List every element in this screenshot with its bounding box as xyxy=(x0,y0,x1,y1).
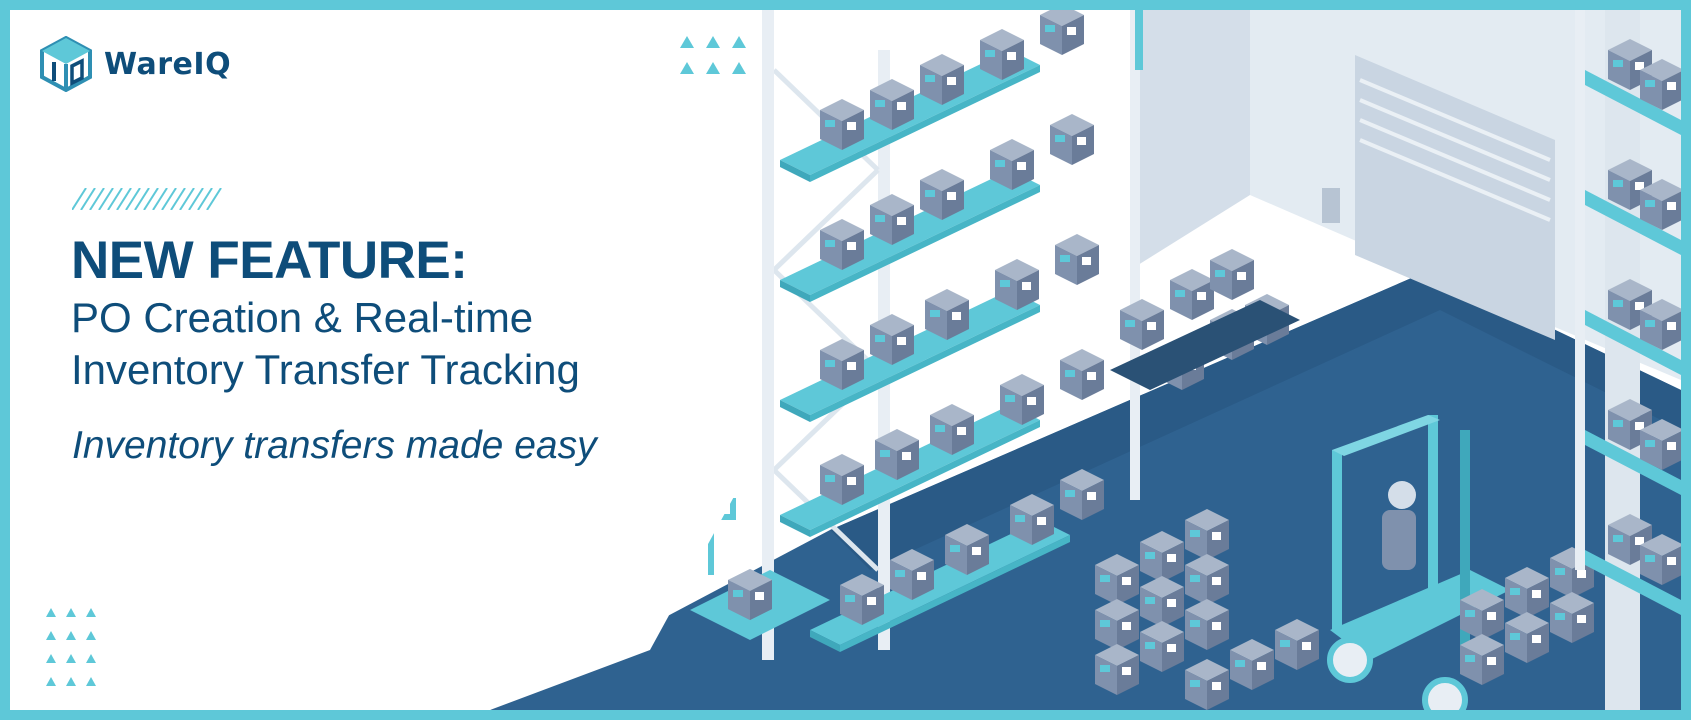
banner-frame: WareIQ NEW FEATURE: PO Creation & Real-t… xyxy=(10,10,1681,710)
brand-name: WareIQ xyxy=(104,46,232,82)
tagline: Inventory transfers made easy xyxy=(72,424,597,467)
hatch-stripes-decoration xyxy=(72,188,222,210)
wareiq-cube-logo-icon xyxy=(40,36,92,92)
brand-logo: WareIQ xyxy=(40,36,231,92)
feature-subtitle-line2: Inventory Transfer Tracking xyxy=(71,346,580,393)
feature-title: NEW FEATURE: xyxy=(71,231,468,290)
pallet-boxes xyxy=(1110,249,1300,390)
right-rack xyxy=(1575,10,1681,710)
headline-block: NEW FEATURE: PO Creation & Real-time Inv… xyxy=(71,230,711,396)
forklift xyxy=(1327,415,1510,710)
triangle-grid-icon xyxy=(46,608,96,686)
feature-subtitle-line1: PO Creation & Real-time xyxy=(71,294,534,341)
warehouse-illustration xyxy=(10,10,1681,710)
triangle-pattern-icon xyxy=(680,36,746,74)
